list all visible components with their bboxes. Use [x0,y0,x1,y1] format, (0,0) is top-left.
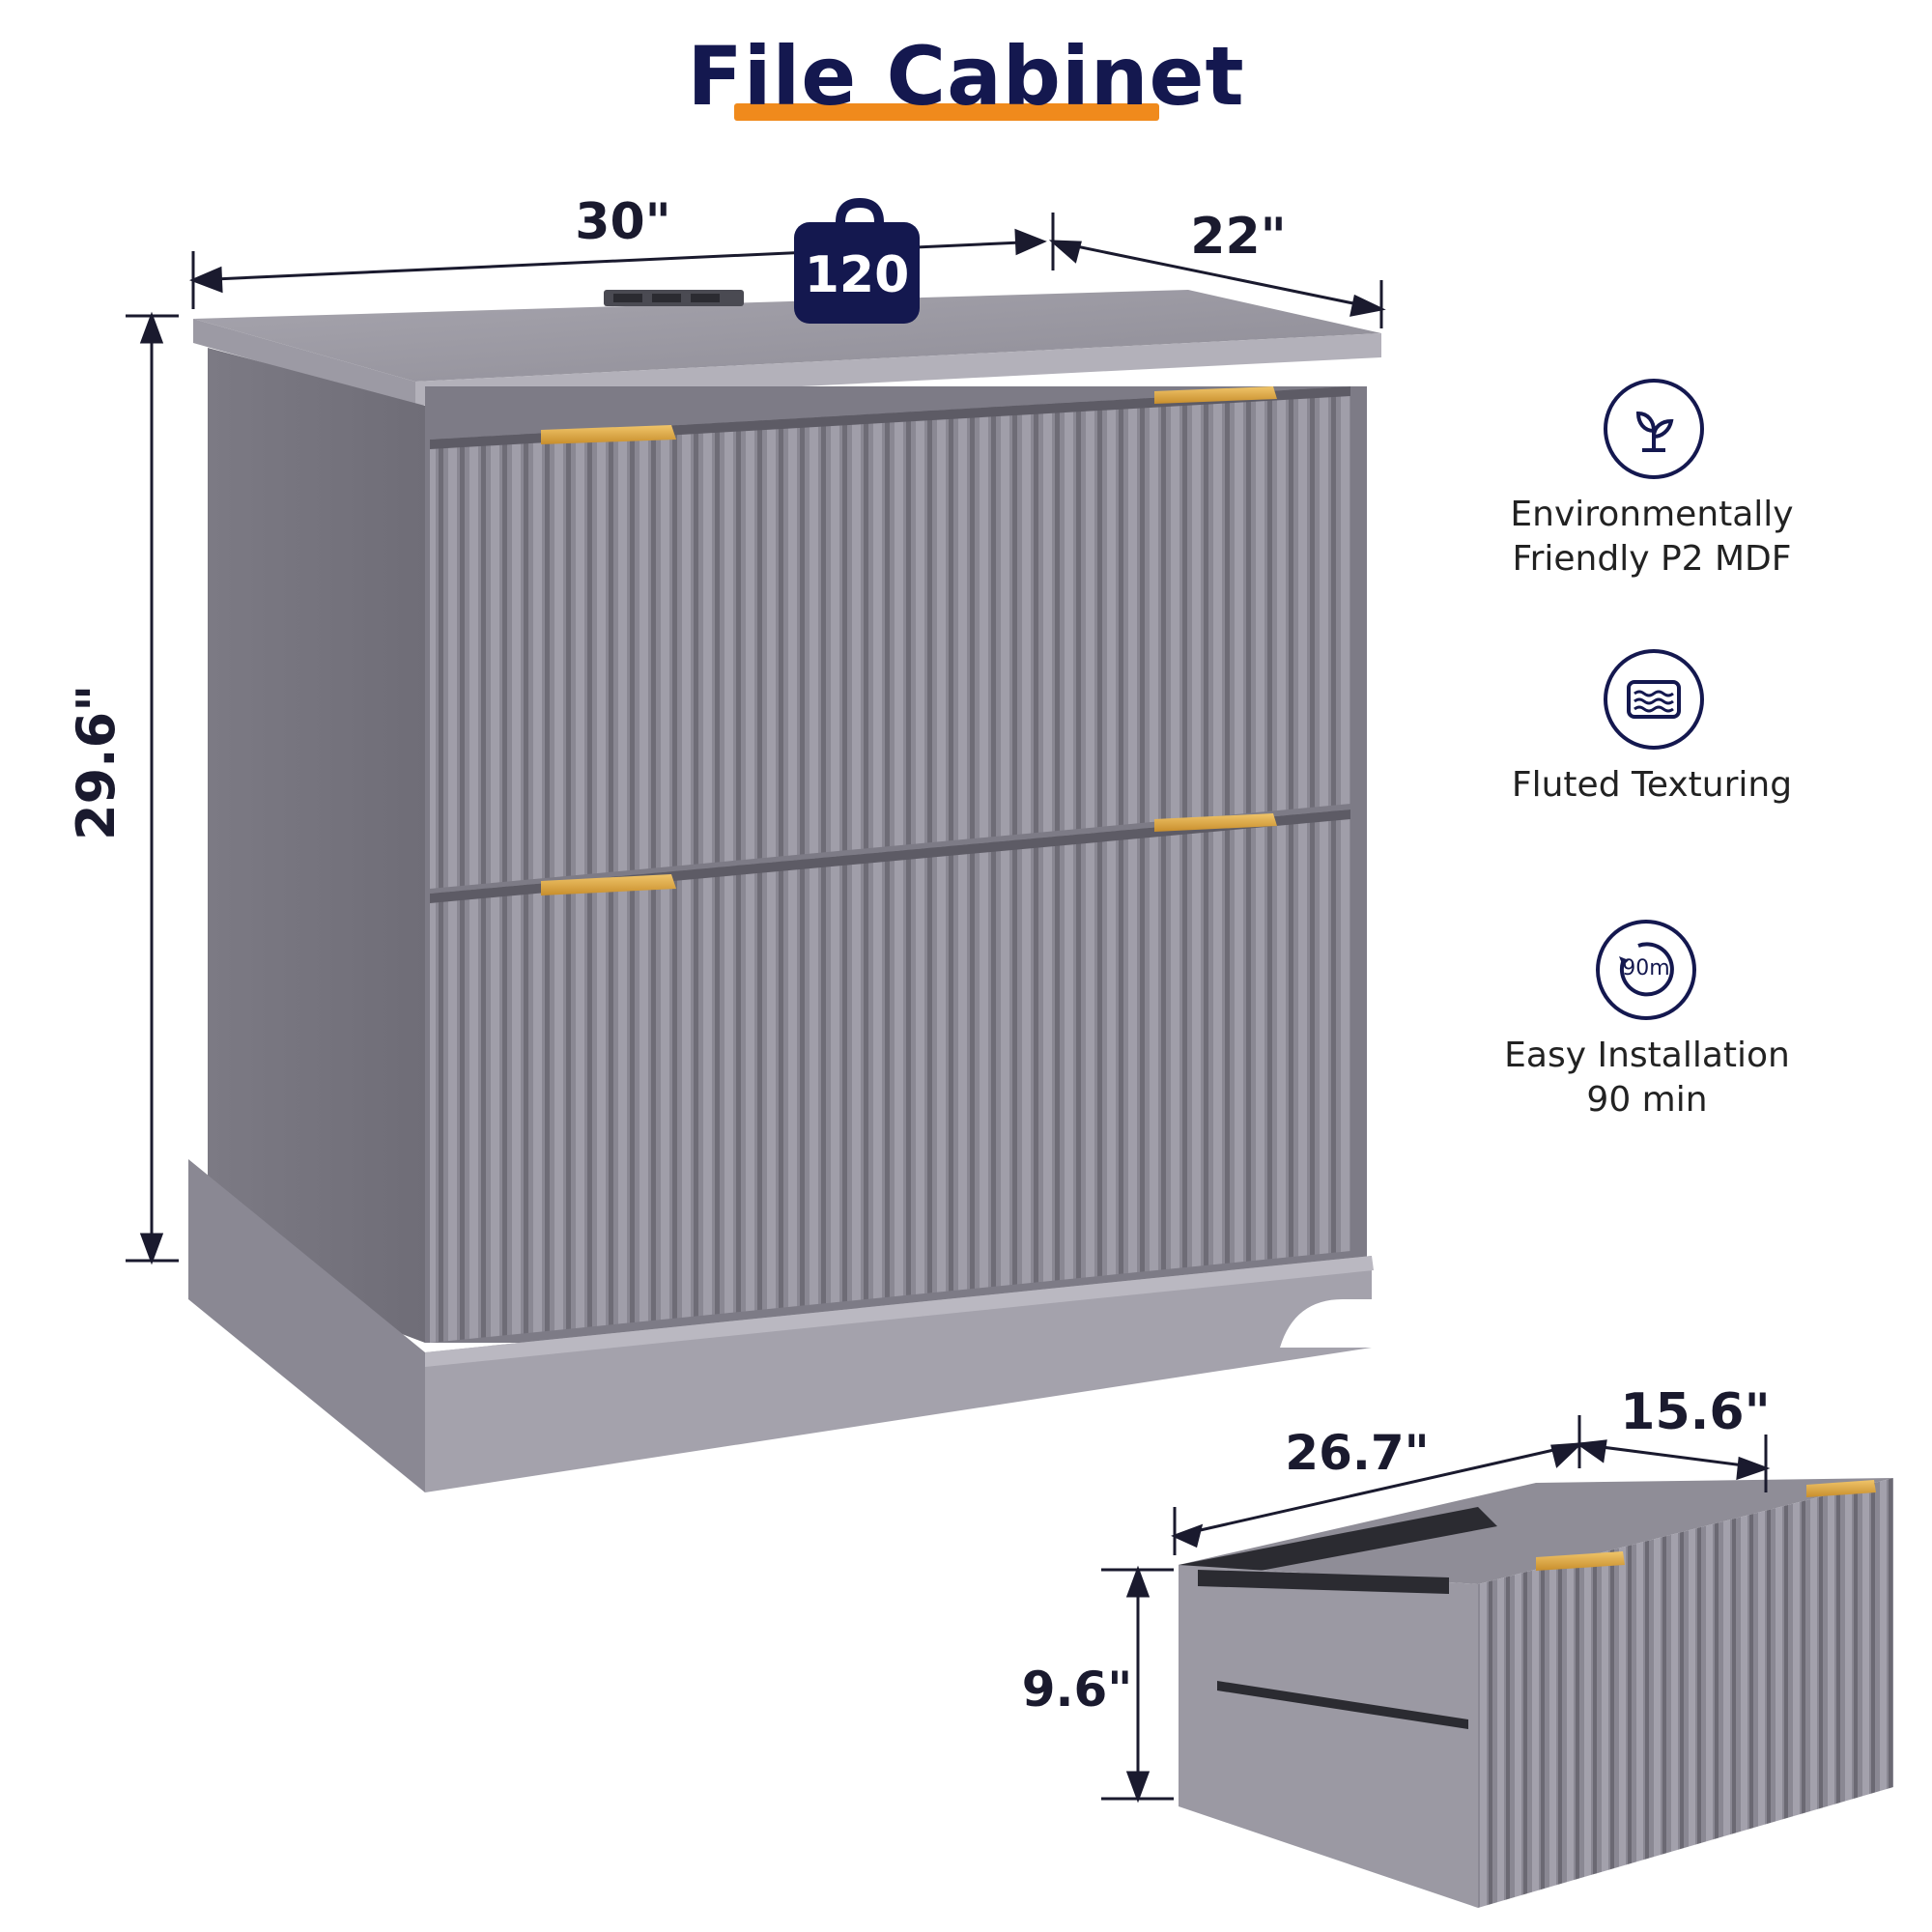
weight-capacity-badge [794,197,920,324]
weight-capacity-value: 120 [804,246,910,304]
title-underline [734,103,1159,121]
page-title: File Cabinet [687,29,1245,124]
timer-icon-text: 90m [1622,956,1670,980]
feature-fluted-label: Fluted Texturing [1449,763,1855,808]
feature-install-line2: 90 min [1586,1080,1708,1120]
drawer-dimension-lines [1101,1415,1771,1804]
dimension-lines [126,213,1386,1265]
feature-eco-label: Environmentally Friendly P2 MDF [1449,493,1855,582]
drawer-depth-label: 15.6" [1620,1383,1771,1441]
feature-eco-line2: Friendly P2 MDF [1512,539,1792,579]
depth-dimension-label: 22" [1190,208,1287,266]
feature-eco-icon-circle [1604,379,1704,479]
feature-fluted-icon-circle [1604,649,1704,750]
height-dimension-label: 29.6" [66,684,127,840]
drawer-handles [541,386,1277,895]
drawer-detail [1179,1478,1893,1908]
feature-install-line1: Easy Installation [1504,1036,1790,1075]
cabinet-side-panel [208,348,425,1343]
timer-icon [1619,942,1674,997]
feature-fluted-line1: Fluted Texturing [1511,765,1793,805]
drawer-width-label: 26.7" [1285,1425,1430,1481]
feature-install-icon-circle: 90m [1596,920,1696,1020]
leaf-sprout-icon [1635,411,1674,452]
width-dimension-label: 30" [575,193,671,251]
drawer-height-label: 9.6" [1021,1662,1133,1718]
top-drawer [430,386,1350,889]
cabinet-base [188,1159,1374,1492]
feature-install-label: Easy Installation 90 min [1444,1034,1850,1122]
feature-eco-line1: Environmentally [1510,495,1794,534]
fluted-texture-icon [1627,680,1681,719]
